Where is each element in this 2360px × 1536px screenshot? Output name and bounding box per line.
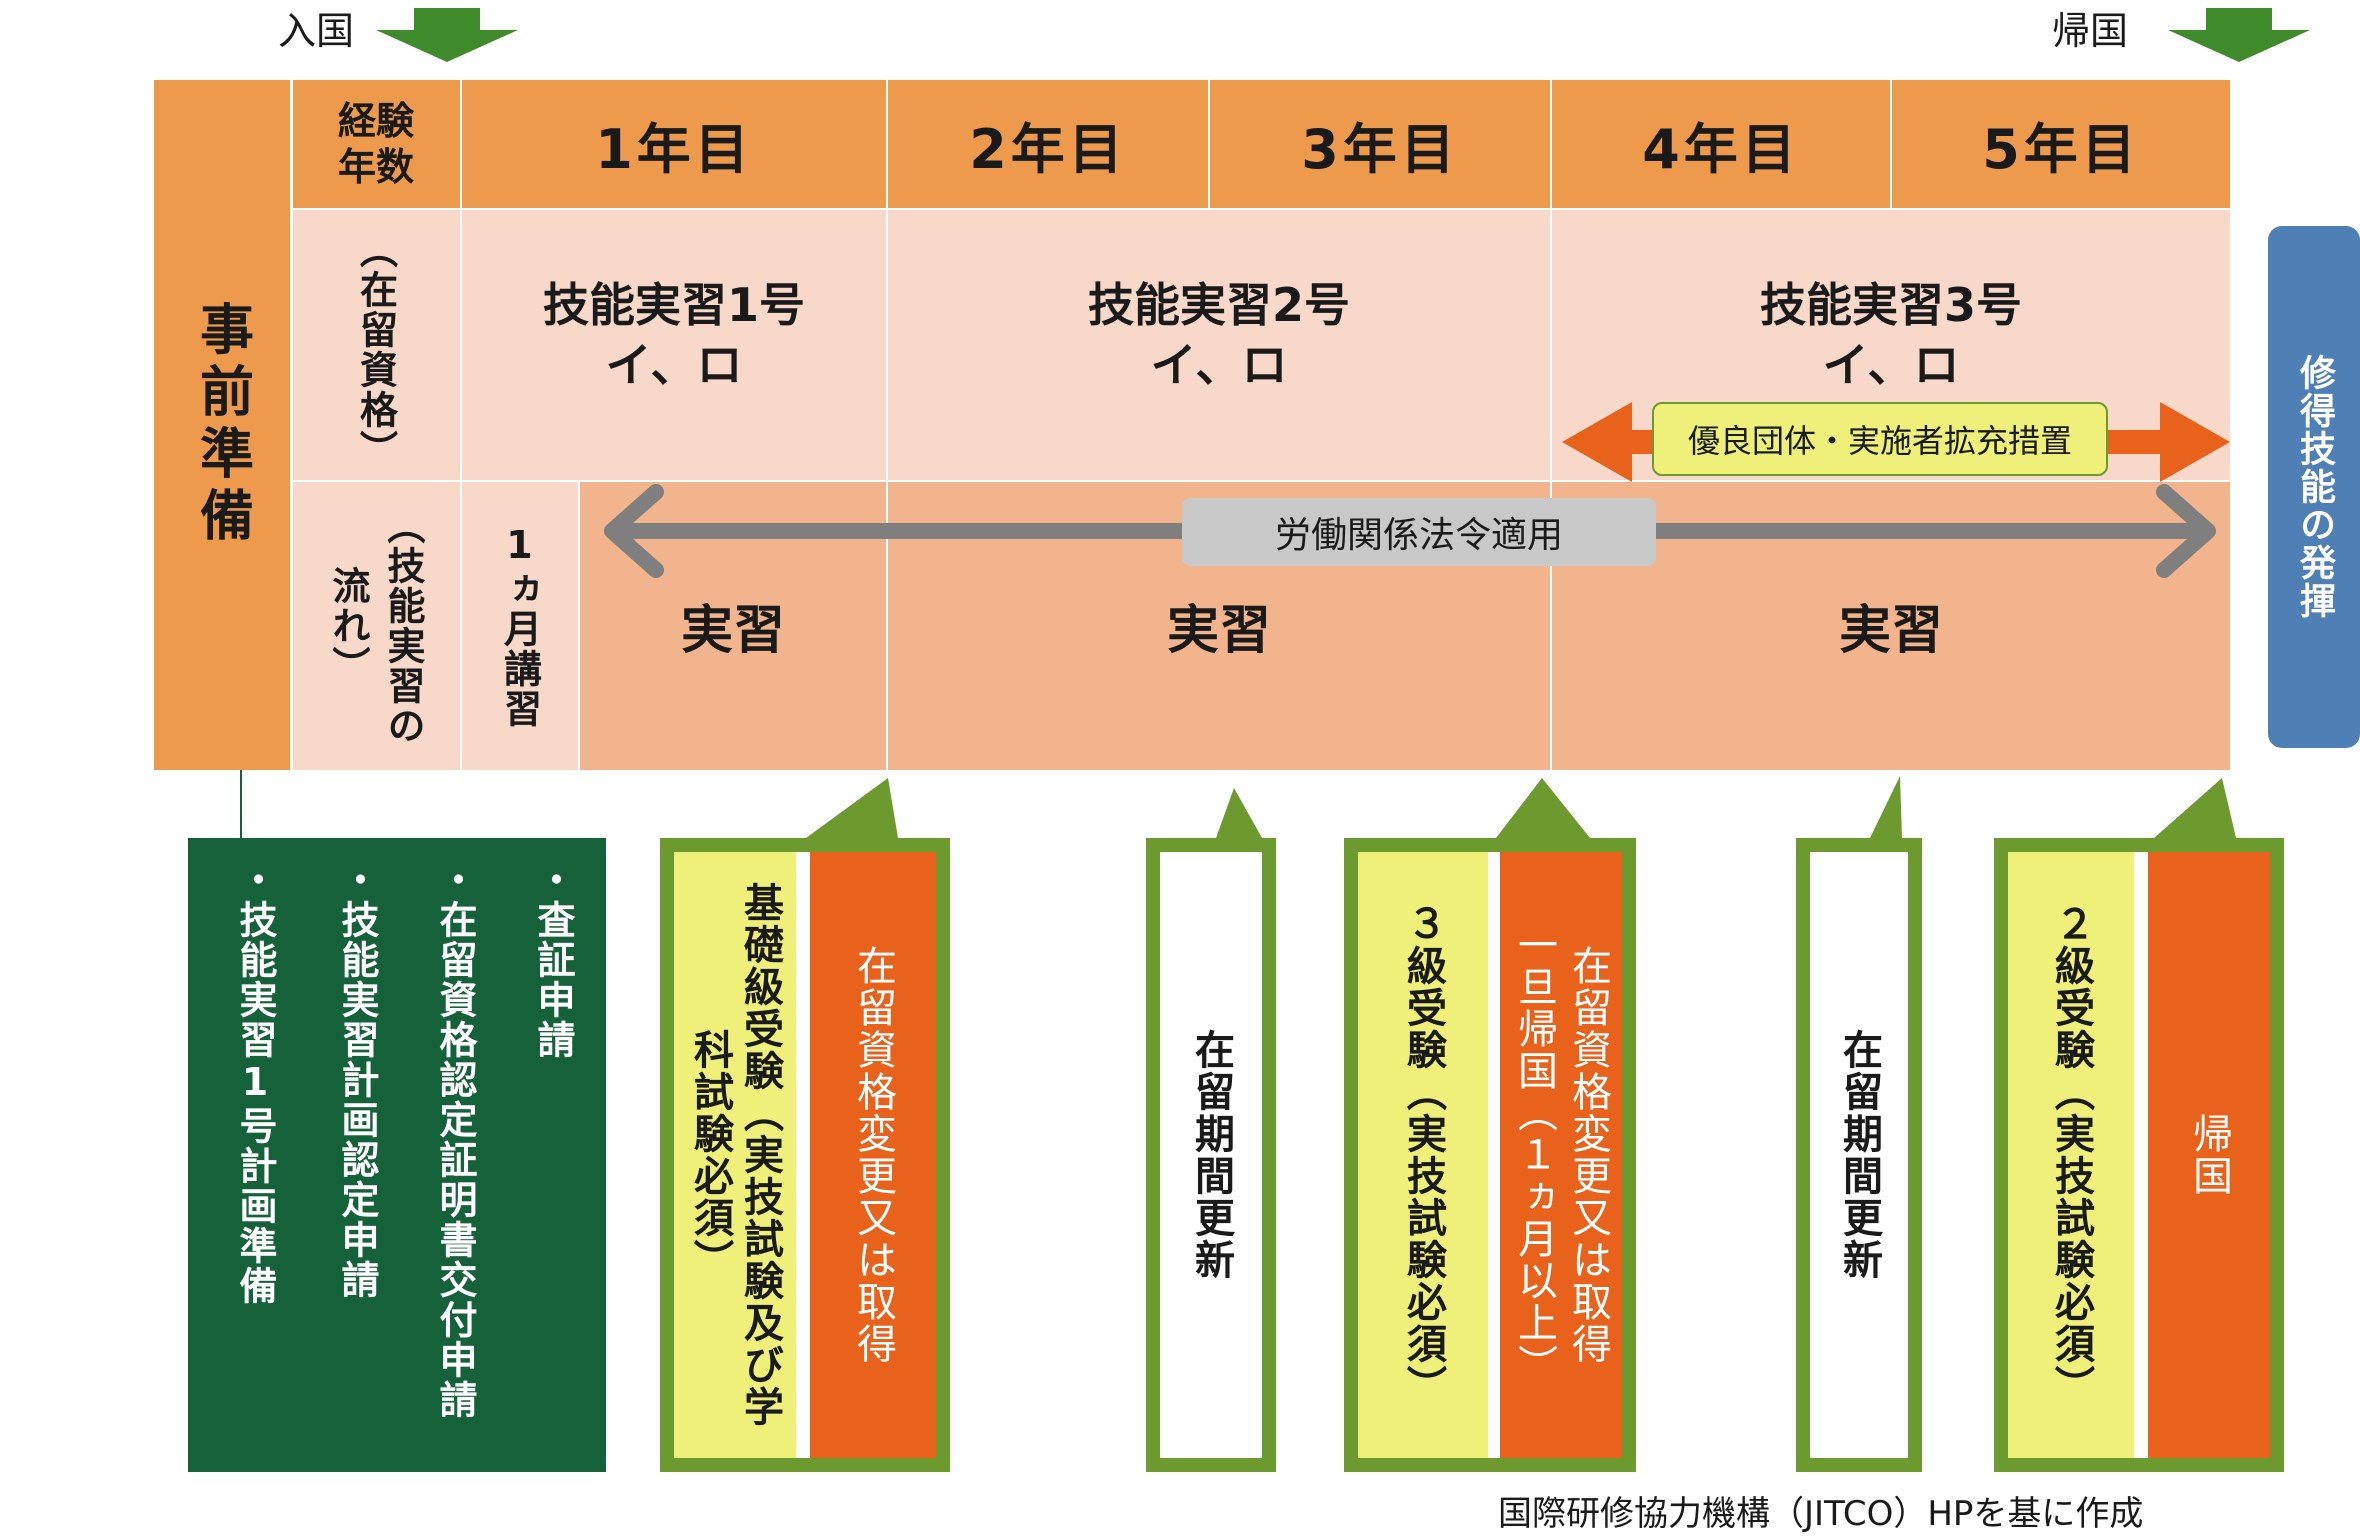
skill-exercise-label: 修得技能の発揮 xyxy=(2294,354,2335,620)
grid-line xyxy=(290,80,293,770)
grade3-exam-panel: ３級受験（実技試験必須） xyxy=(1358,852,1488,1458)
lecture-cell: 1ヵ月講習 xyxy=(462,482,578,770)
year-4: 4年目 xyxy=(1642,117,1800,181)
prep-requirements-box xyxy=(188,838,606,1472)
prep-item-plan-preparation: ・技能実習1号計画準備 xyxy=(233,860,277,1306)
status-row-label: （在留資格） xyxy=(353,230,398,470)
program-2: 技能実習2号 イ、ロ xyxy=(1087,278,1350,392)
experience-label: 経験 年数 xyxy=(337,99,414,189)
grid-line xyxy=(1890,80,1892,208)
return-panel: 帰国 xyxy=(2148,852,2270,1458)
grid-line xyxy=(292,208,2230,210)
renewal-box-1: 在留期間更新 xyxy=(1146,838,1276,1472)
grid-line xyxy=(886,80,888,770)
basic-exam-label: 基礎級受験（実技試験及び学科試験必須） xyxy=(687,882,783,1428)
renewal-label-1: 在留期間更新 xyxy=(1188,1029,1234,1281)
flow-row-label: （技能実習の流れ） xyxy=(326,506,425,746)
status-change-panel-1: 在留資格変更又は取得 xyxy=(810,852,936,1458)
renewal-label-2: 在留期間更新 xyxy=(1836,1029,1882,1281)
prep-item-plan-approval: ・技能実習計画認定申請 xyxy=(335,860,379,1300)
year-1: 1年目 xyxy=(595,117,753,181)
practice-1: 実習 xyxy=(680,600,785,661)
entry-label: 入国 xyxy=(278,9,355,53)
basic-exam-panel: 基礎級受験（実技試験及び学科試験必須） xyxy=(674,852,796,1458)
lecture-label: 1ヵ月講習 xyxy=(497,523,542,729)
source-note: 国際研修協力機構（JITCO）HPを基に作成 xyxy=(1498,1494,2144,1534)
status-change-label-2: 在留資格変更又は取得 xyxy=(1565,945,1611,1365)
skill-exercise-box: 修得技能の発揮 xyxy=(2268,226,2360,748)
program-3: 技能実習3号 イ、ロ xyxy=(1759,278,2022,392)
law-badge: 労働関係法令適用 xyxy=(1182,498,1656,566)
practice-3: 実習 xyxy=(1838,600,1943,661)
prep-item-coe: ・在留資格認定証明書交付申請 xyxy=(433,860,477,1420)
status-row-label-cell: （在留資格） xyxy=(292,210,460,480)
renewal-box-2: 在留期間更新 xyxy=(1796,838,1922,1472)
practice-2: 実習 xyxy=(1166,600,1271,661)
prep-label: 事前準備 xyxy=(190,301,254,549)
program-1: 技能実習1号 イ、ロ xyxy=(542,278,805,392)
grid-line xyxy=(1550,80,1552,770)
header-row xyxy=(292,80,2230,208)
grid-line xyxy=(578,482,580,770)
grid-line xyxy=(1208,80,1210,208)
grid-line xyxy=(292,480,2230,482)
grade2-exam-label: ２級受験（実技試験必須） xyxy=(2048,903,2094,1407)
expansion-badge: 優良団体・実施者拡充措置 xyxy=(1652,402,2108,476)
grade2-exam-panel: ２級受験（実技試験必須） xyxy=(2008,852,2134,1458)
return-down-arrow-icon xyxy=(2168,8,2310,62)
year-5: 5年目 xyxy=(1982,117,2140,181)
status-change-label-1: 在留資格変更又は取得 xyxy=(850,945,896,1365)
prep-connector xyxy=(240,770,242,840)
prep-item-visa: ・査証申請 xyxy=(531,860,575,1060)
year-2: 2年目 xyxy=(969,117,1127,181)
status-change-panel-2: 在留資格変更又は取得 一旦帰国（１ヵ月以上） xyxy=(1500,852,1622,1458)
year-3: 3年目 xyxy=(1301,117,1459,181)
grade3-exam-label: ３級受験（実技試験必須） xyxy=(1400,903,1446,1407)
grid-line xyxy=(460,80,462,770)
temporary-return-label: 一旦帰国（１ヵ月以上） xyxy=(1511,924,1557,1386)
return-home-label: 帰国 xyxy=(2186,1113,2232,1197)
return-label: 帰国 xyxy=(2052,9,2129,53)
entry-down-arrow-icon xyxy=(376,8,518,62)
flow-row-label-cell: （技能実習の流れ） xyxy=(292,482,460,770)
prep-column: 事前準備 xyxy=(154,80,290,770)
